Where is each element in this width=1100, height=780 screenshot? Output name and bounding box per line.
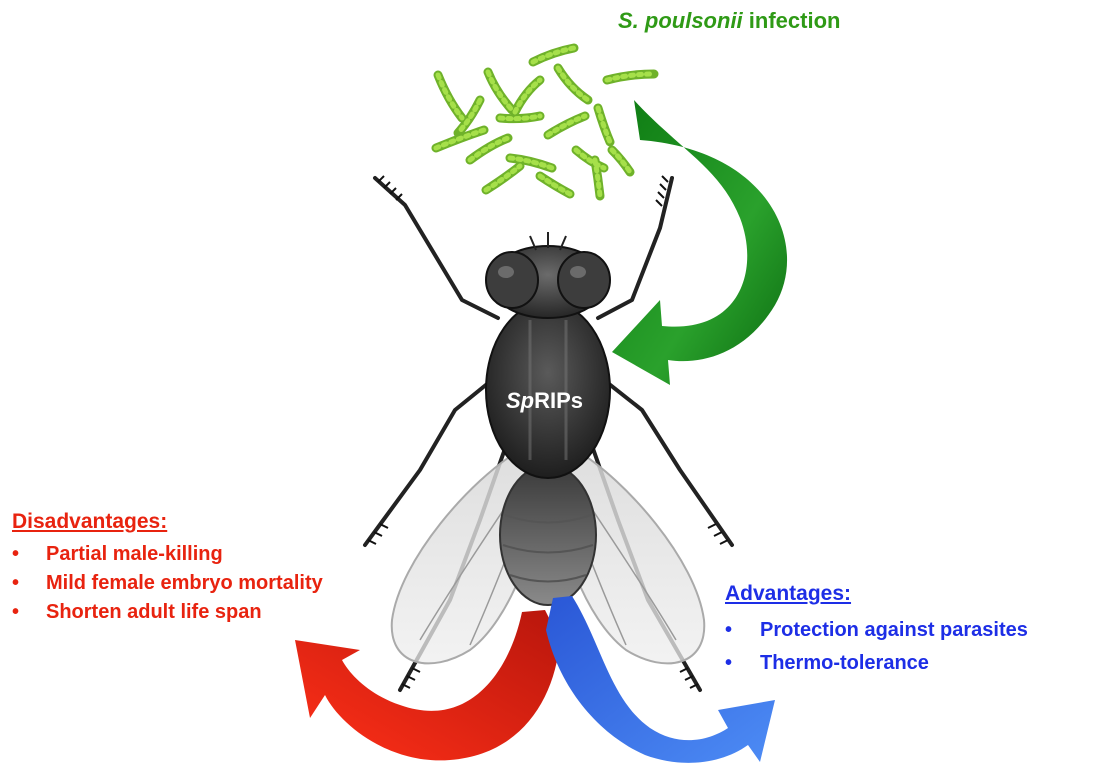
fly-icon xyxy=(365,176,732,690)
advantages-panel: Advantages: • Protection against parasite… xyxy=(725,582,1028,680)
list-item-text: Mild female embryo mortality xyxy=(46,572,323,594)
curved-arrow-icon xyxy=(612,100,787,385)
list-item: • Shorten adult life span xyxy=(12,598,323,627)
bacteria-cluster-icon xyxy=(436,48,654,196)
sprips-italic-prefix: Sp xyxy=(506,388,534,413)
disadvantages-panel: Disadvantages: • Partial male-killing • Mi… xyxy=(12,510,323,627)
list-item-text: Protection against parasites xyxy=(760,619,1028,641)
advantages-heading: Advantages: xyxy=(725,582,1028,606)
list-item: • Protection against parasites xyxy=(725,614,1028,647)
sprips-label: SpRIPs xyxy=(506,388,583,414)
bullet: • xyxy=(12,598,19,627)
infection-title: S. poulsonii infection xyxy=(618,8,840,34)
bullet: • xyxy=(725,614,732,647)
bullet: • xyxy=(725,647,732,680)
bullet: • xyxy=(12,569,19,598)
list-item-text: Partial male-killing xyxy=(46,543,223,565)
bullet: • xyxy=(12,540,19,569)
disadvantages-list: • Partial male-killing • Mild female embry… xyxy=(12,540,323,627)
list-item: • Mild female embryo mortality xyxy=(12,569,323,598)
list-item: • Partial male-killing xyxy=(12,540,323,569)
sprips-suffix: RIPs xyxy=(534,388,583,413)
organism-name: S. poulsonii xyxy=(618,8,743,33)
infection-label: infection xyxy=(749,8,841,33)
list-item-text: Thermo-tolerance xyxy=(760,652,929,674)
list-item: • Thermo-tolerance xyxy=(725,647,1028,680)
advantages-list: • Protection against parasites • Thermo-to… xyxy=(725,614,1028,680)
disadvantages-heading: Disadvantages: xyxy=(12,510,323,534)
list-item-text: Shorten adult life span xyxy=(46,601,262,623)
